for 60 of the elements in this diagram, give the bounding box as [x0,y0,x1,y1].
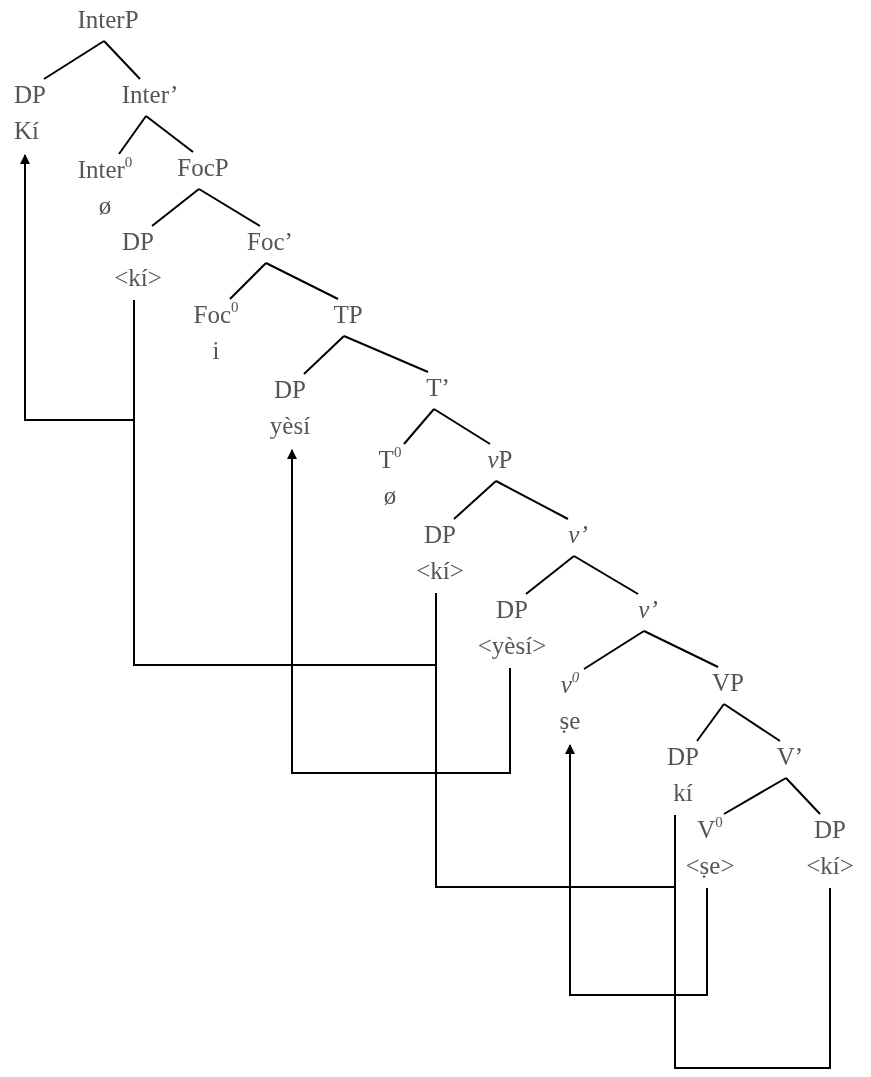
category-label: DP [813,815,847,845]
tree-branch [43,40,105,80]
tree-branch [145,115,194,153]
category-label: v$^{0}$ [559,667,581,700]
tree-branch [643,630,719,668]
word-label: ṣe [559,706,581,736]
category-label: vP [487,445,513,475]
category-label: VP [712,668,744,698]
word-label: ø [382,481,398,511]
movement-arrow [287,449,511,774]
tree-branch [723,777,787,815]
category-label: DP [273,375,307,405]
tree-branch [343,335,429,373]
word-label: ø [97,191,113,221]
category-label: V$^{0}$ [696,812,724,845]
category-label: v’ [568,520,588,550]
tree-branch [265,262,339,300]
category-label: TP [333,300,363,330]
category-label: Foc$^{0}$ [193,297,239,330]
category-label: Foc’ [247,227,293,257]
tree-branch [723,703,781,742]
tree-branch [525,555,575,595]
category-label: InterP [77,5,139,35]
category-label: DP [423,520,457,550]
category-label: DP [14,80,46,110]
tree-branch [495,480,569,520]
word-label: yèsí [269,411,311,441]
tree-branch [198,188,261,227]
word-label: <kí> [416,556,464,586]
word-label: kí [672,778,694,808]
tree-branch [103,40,141,80]
word-label: <kí> [806,851,854,881]
tree-branch [229,262,267,300]
category-label: T$^{0}$ [378,442,402,475]
word-label: <yèsí> [477,631,547,661]
category-label: T’ [426,373,450,403]
word-label: Kí [14,116,40,146]
tree-branch [453,480,497,520]
category-label: DP [667,742,699,772]
tree-branch [433,408,491,445]
tree-branch [696,703,725,742]
category-label: FocP [177,153,229,183]
category-label: v’ [638,595,658,625]
category-label: DP [495,595,529,625]
word-label: <kí> [114,263,162,293]
tree-branch [785,777,821,815]
category-label: Inter$^{0}$ [77,152,133,185]
category-label: DP [121,227,155,257]
word-label: i [211,336,221,366]
movement-arrow [565,744,708,996]
tree-branch [583,630,645,670]
movement-arrow [20,154,135,421]
tree-branch [303,335,345,375]
tree-branch [403,408,435,445]
tree-branch [151,188,200,227]
tree-branch [573,555,639,595]
tree-branch [118,115,147,155]
word-label: <ṣe> [685,851,735,881]
category-label: V’ [776,742,804,772]
category-label: Inter’ [121,80,179,110]
